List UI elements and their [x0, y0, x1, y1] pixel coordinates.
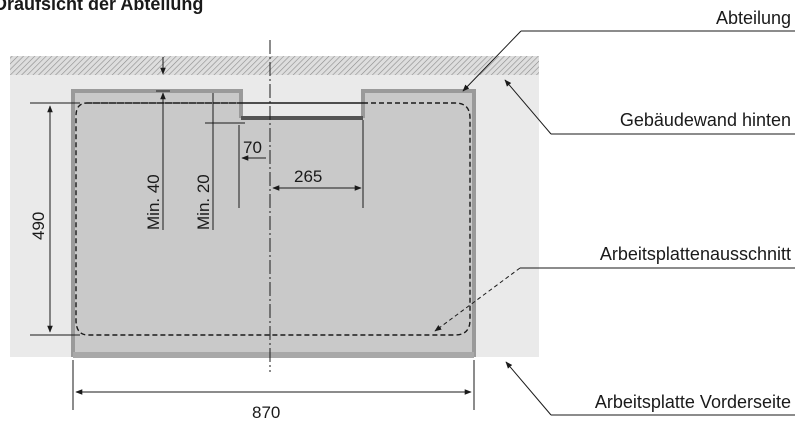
rear-wall [10, 56, 539, 75]
compartment-front-edge [73, 352, 474, 358]
callout-cutout-arrow [434, 267, 521, 332]
d490-label: 490 [29, 212, 48, 240]
callout-front-arrow [505, 361, 552, 416]
page-title: Draufsicht der Abteilung [0, 0, 203, 14]
d70-label: 70 [243, 138, 262, 157]
compartment-body [73, 91, 474, 357]
callout-compartment-label: Abteilung [716, 8, 791, 28]
callout-cutout-label: Arbeitsplattenausschnitt [600, 244, 791, 264]
callout-compartment-arrow [462, 30, 522, 92]
callout-wall-arrow [504, 79, 552, 135]
callout-wall-label: Gebäudewand hinten [620, 110, 791, 130]
d870-label: 870 [252, 403, 280, 422]
min40-label: Min. 40 [144, 174, 163, 230]
min20-label: Min. 20 [194, 174, 213, 230]
callout-front-label: Arbeitsplatte Vorderseite [595, 392, 791, 412]
worktop-cutout-outline [75, 102, 471, 336]
d265-label: 265 [294, 167, 322, 186]
